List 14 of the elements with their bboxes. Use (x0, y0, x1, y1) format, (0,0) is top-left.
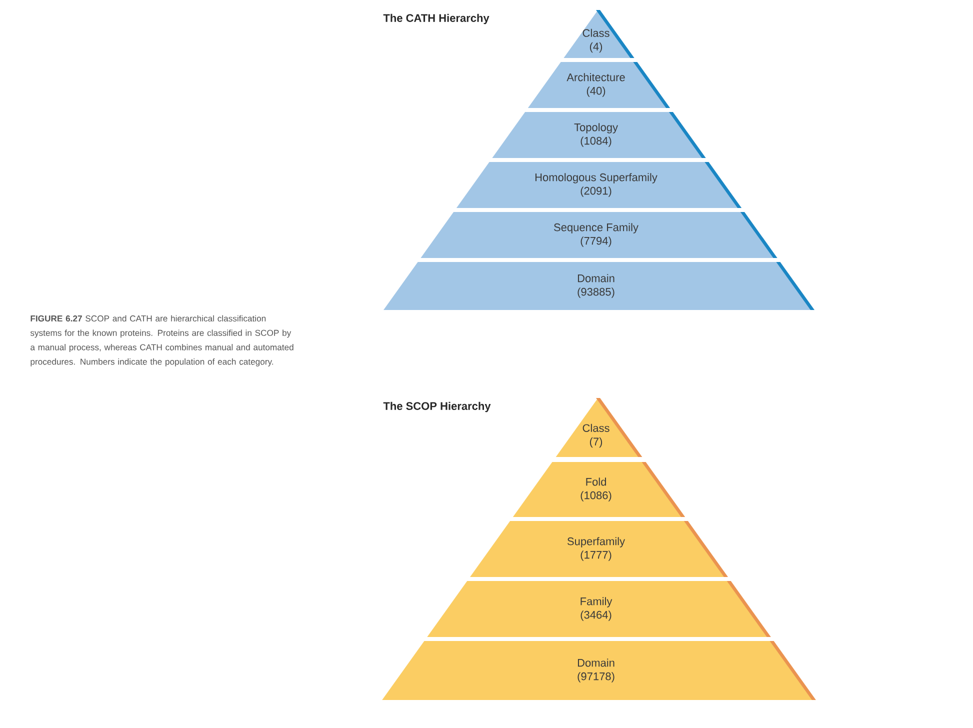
pyramid-tier: Domain (93885) (384, 262, 815, 310)
pyramid-tier: Family (3464) (427, 581, 771, 637)
pyramid-tier: Sequence Family (7794) (420, 212, 778, 258)
heading: The SCOP Hierarchy (383, 402, 491, 412)
pyramid-tier: Architecture (40) (528, 62, 670, 108)
heading: The CATH Hierarchy (383, 14, 490, 24)
pyramid-tier: Fold (1086) (512, 462, 686, 517)
pyramid-tier: Topology (1084) (492, 112, 706, 158)
pyramid-tier: Homologous Superfamily (2091) (456, 162, 742, 208)
pyramid-tier: Class (7) (556, 398, 642, 457)
pyramid-tier: Domain (97178) (382, 641, 816, 700)
pyramid-tier: Class (4) (564, 10, 634, 58)
figure-caption: FIGURE 6.27 SCOP and CATH are hierarchical classification systems for the known proteins. Proteins are classified in SCOP by a manual process, whereas CATH combines manual and automated procedures. Numbers indicate the population of each category. (30, 315, 294, 366)
pyramid-tier: Superfamily (1777) (470, 521, 728, 577)
